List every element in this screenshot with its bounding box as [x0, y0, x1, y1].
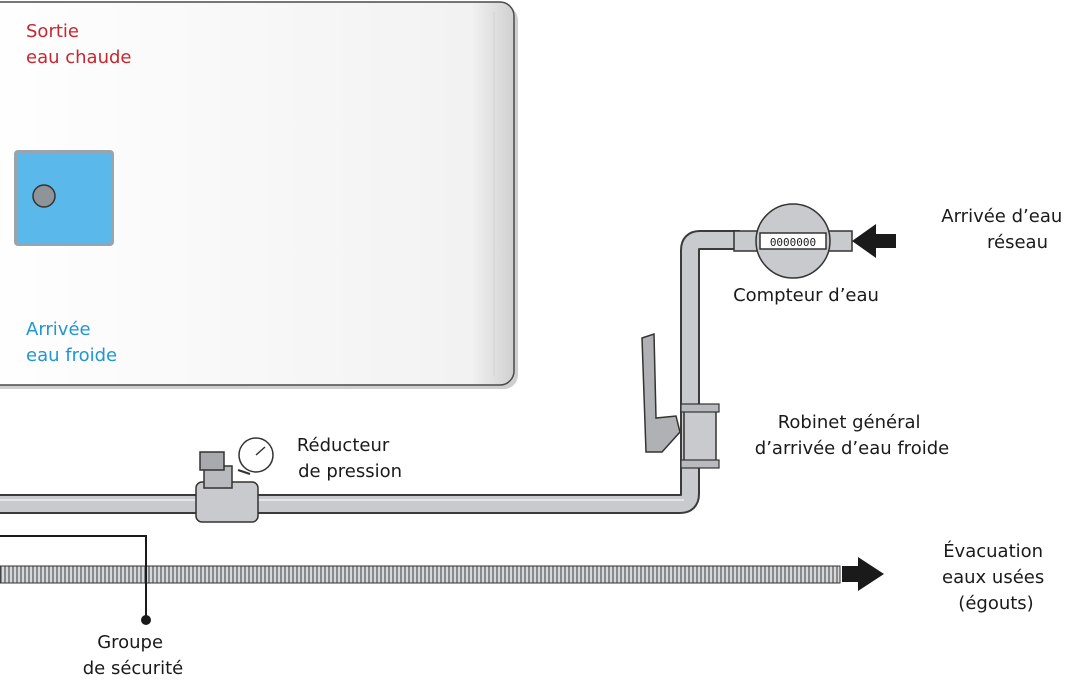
- thermostat-knob: [32, 184, 56, 208]
- safety-group-line: [0, 535, 151, 625]
- drain-label: Évacuation eaux usées (égouts): [942, 540, 1050, 614]
- valve-handle-icon: [641, 332, 681, 453]
- pressure-reducer: [195, 437, 274, 523]
- control-panel: [14, 150, 114, 246]
- meter-display: 0000000: [770, 236, 816, 249]
- cold-inlet-label: Arrivée eau froide: [26, 319, 117, 366]
- main-valve: [641, 332, 720, 469]
- mains-inlet-label: Arrivée d’eau réseau: [941, 206, 1068, 253]
- water-meter: 0000000: [733, 203, 896, 279]
- safety-group-label: Groupe de sécurité: [83, 632, 184, 679]
- main-valve-label: Robinet général d’arrivée d’eau froide: [755, 412, 949, 459]
- water-meter-label: Compteur d’eau: [733, 285, 879, 306]
- drain-hose: [0, 557, 884, 591]
- arrow-right-icon: [842, 557, 884, 591]
- pressure-reducer-label: Réducteur de pression: [297, 435, 402, 482]
- water-heater-tank: [0, 1, 518, 389]
- cold-water-pipe: [0, 230, 740, 514]
- arrow-left-icon: [852, 224, 896, 258]
- hot-outlet-label: Sortie eau chaude: [26, 21, 131, 68]
